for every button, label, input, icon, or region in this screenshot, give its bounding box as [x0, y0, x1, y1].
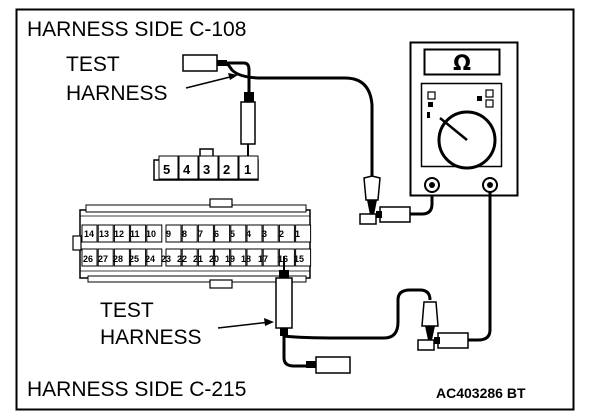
probe-clip-bottom [417, 301, 469, 351]
c215-pin: 27 [98, 254, 108, 264]
c215-pin: 11 [130, 229, 140, 239]
c215-pin: 12 [114, 229, 124, 239]
c215-pin: 15 [294, 254, 304, 264]
c108-pin: 5 [163, 162, 170, 177]
c215-pin: 21 [193, 254, 203, 264]
test-harness-bottom-line2: HARNESS [100, 326, 202, 349]
test-harness-top [182, 54, 256, 160]
c215-cavity [130, 224, 147, 243]
c215-pin: 18 [241, 254, 251, 264]
c215-cavity [230, 224, 247, 243]
c215-cavity [113, 224, 130, 243]
c215-cavity [197, 248, 214, 267]
c215-pin: 24 [145, 254, 155, 264]
c215-cavity [146, 224, 163, 243]
c215-pin: 5 [230, 229, 235, 239]
c215-cavity [97, 224, 114, 243]
figure-frame [15, 8, 575, 411]
c108-pin: 2 [223, 162, 230, 177]
c215-pin: 7 [198, 229, 203, 239]
c215-pin: 20 [209, 254, 219, 264]
c215-cavity [278, 224, 295, 243]
c215-cavity [214, 248, 231, 267]
c215-cavity [146, 248, 163, 267]
top-title: HARNESS SIDE C-108 [27, 18, 246, 41]
c215-pin: 17 [258, 254, 268, 264]
c215-cavity [97, 248, 114, 267]
test-harness-top-line1: TEST [66, 53, 120, 76]
test-harness-bottom-line1: TEST [100, 299, 154, 322]
probe-clip-top [359, 175, 434, 225]
c215-pin: 1 [295, 229, 300, 239]
c215-cavity [295, 224, 312, 243]
c215-cavity [181, 248, 198, 267]
c215-cavity [165, 248, 182, 267]
c215-cavity [197, 224, 214, 243]
c215-pin: 25 [129, 254, 139, 264]
connector-c108: 5 4 3 2 1 [153, 148, 259, 181]
c215-pin: 9 [166, 229, 171, 239]
c215-pin: 13 [99, 229, 109, 239]
ohmmeter: Ω [409, 41, 519, 197]
c215-cavity [246, 224, 263, 243]
c215-cavity [181, 224, 198, 243]
c108-pin: 3 [203, 162, 210, 177]
c215-cavity-grid [81, 224, 312, 267]
test-harness-bottom [275, 256, 351, 374]
c215-cavity [230, 248, 247, 267]
c215-pin: 10 [146, 229, 156, 239]
c215-pin: 6 [214, 229, 219, 239]
c215-cavity [295, 248, 312, 267]
c215-cavity [246, 248, 263, 267]
c215-cavity [81, 248, 98, 267]
c215-cavity [214, 224, 231, 243]
figure-code: AC403286 BT [436, 385, 526, 401]
test-harness-top-line2: HARNESS [66, 82, 168, 105]
meter-dial-pointer [439, 117, 468, 141]
c215-pin: 19 [225, 254, 235, 264]
meter-display-ohm: Ω [453, 51, 471, 75]
connector-c215: 14 13 12 11 10 9 8 7 6 5 4 3 2 1 26 27 2… [72, 198, 312, 289]
c215-cavity [81, 224, 98, 243]
c108-pin: 1 [244, 162, 251, 177]
c215-pin: 22 [177, 254, 187, 264]
c108-pin: 4 [183, 162, 191, 177]
c215-cavity [113, 248, 130, 267]
arrow-top-label [185, 73, 238, 89]
c215-cavity [165, 224, 182, 243]
arrow-bottom-label [217, 318, 274, 329]
c215-pin: 3 [262, 229, 267, 239]
wire-bottom-to-meter [283, 288, 432, 340]
c215-pin: 28 [113, 254, 123, 264]
c215-cavity [130, 248, 147, 267]
c215-pin: 14 [84, 229, 94, 239]
c215-pin: 2 [279, 229, 284, 239]
c215-pin: 26 [83, 254, 93, 264]
c215-pin: 8 [182, 229, 187, 239]
c215-cavity [262, 224, 279, 243]
c215-pin: 23 [161, 254, 171, 264]
wire-top-to-meter [225, 62, 374, 176]
c215-cavity [262, 248, 279, 267]
c215-pin: 4 [246, 229, 251, 239]
wire-meter-right [468, 192, 492, 342]
bottom-title: HARNESS SIDE C-215 [27, 378, 246, 401]
